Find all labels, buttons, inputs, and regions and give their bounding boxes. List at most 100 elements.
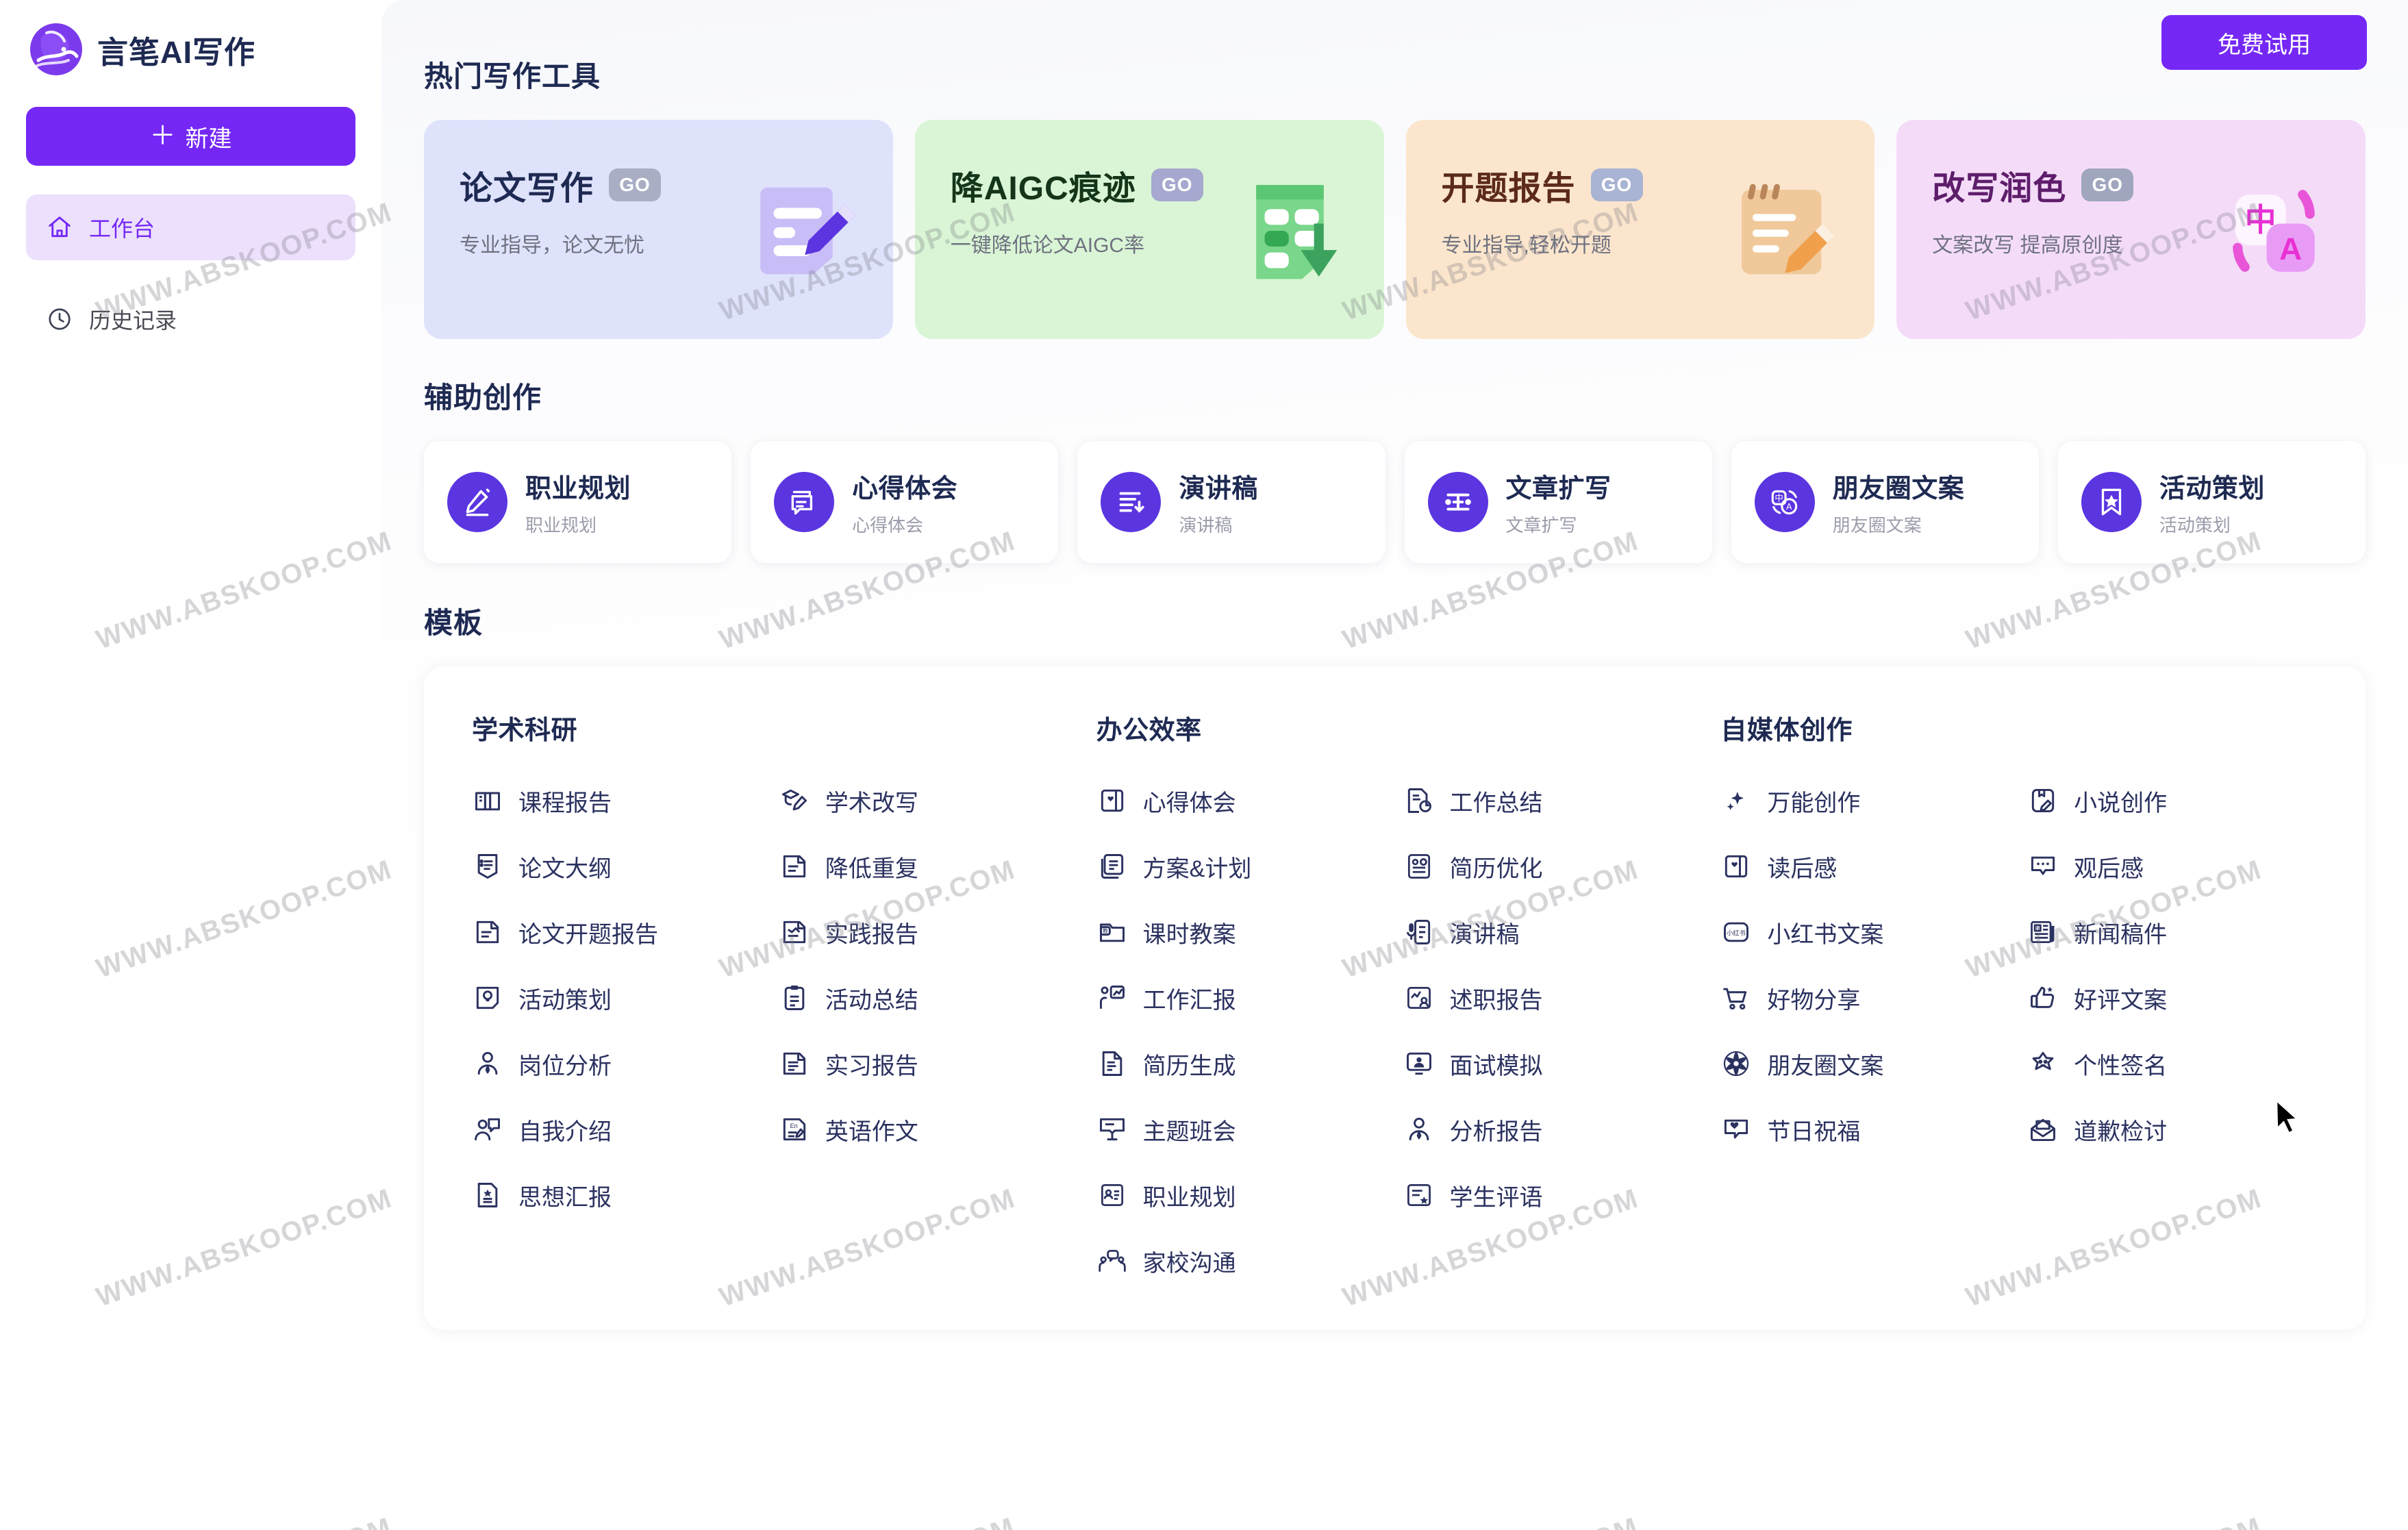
template-item-internship-report[interactable]: 实习报告 — [779, 1042, 1069, 1085]
template-item-course-report[interactable]: 课程报告 — [472, 779, 762, 822]
two-people-chat-icon — [1096, 1245, 1128, 1277]
template-item-review-copy[interactable]: 好评文案 — [2027, 977, 2318, 1019]
new-button-label: 新建 — [185, 125, 232, 152]
template-item-universal-creation[interactable]: 万能创作 — [1720, 779, 2011, 822]
aux-card-title: 演讲稿 — [1179, 475, 1258, 503]
sidebar-item-label: 工作台 — [89, 216, 155, 241]
aux-card-moments-copy[interactable]: 中 A 朋友圈文案 朋友圈文案 — [1731, 441, 2039, 563]
template-column-title: 学术科研 — [472, 716, 578, 745]
plus-icon: ＋ — [149, 122, 176, 151]
stacked-doc-icon — [1096, 851, 1128, 882]
new-button[interactable]: ＋ 新建 — [26, 107, 355, 166]
template-item-label: 心得体会 — [1142, 790, 1236, 816]
template-item-speech-draft[interactable]: 演讲稿 — [1403, 911, 1694, 953]
lines-down-icon — [1101, 472, 1162, 532]
template-item-interview-mock[interactable]: 面试模拟 — [1403, 1042, 1694, 1085]
expand-lines-icon — [1427, 472, 1488, 532]
template-item-label: 读后感 — [1767, 855, 1838, 882]
doc-lines-icon — [779, 1048, 810, 1079]
template-item-label: 小红书文案 — [1767, 921, 1884, 948]
doc-pie-icon — [1403, 785, 1435, 816]
aperture-icon — [1720, 1048, 1752, 1079]
template-item-work-summary[interactable]: 工作总结 — [1403, 779, 1694, 822]
template-item-personal-signature[interactable]: 个性签名 — [2027, 1042, 2318, 1085]
sidebar-item-label: 历史记录 — [89, 308, 177, 333]
template-item-moments-copy[interactable]: 朋友圈文案 — [1720, 1042, 2011, 1085]
template-item-school-communication[interactable]: 家校沟通 — [1096, 1240, 1387, 1282]
template-item-english-essay[interactable]: En 英语作文 — [779, 1108, 1069, 1151]
main-wrapper: 免费试用 热门写作工具 论文写作 GO 专业指导，论文无忧 — [381, 0, 2408, 1530]
template-column-office: 办公效率 心得体会 工作总结 — [1096, 709, 1694, 1282]
free-trial-button[interactable]: 免费试用 — [2161, 15, 2367, 70]
go-badge: GO — [1590, 168, 1643, 201]
hero-card-subtitle: 专业指导,轻松开题 — [1441, 234, 1611, 257]
aux-card-subtitle: 演讲稿 — [1179, 515, 1233, 536]
screen-person-icon — [1403, 1048, 1435, 1079]
hero-card-title: 论文写作 — [460, 171, 594, 207]
news-icon: N — [2027, 916, 2059, 948]
aux-card-article-expand[interactable]: 文章扩写 文章扩写 — [1404, 441, 1712, 563]
template-item-job-analysis[interactable]: 岗位分析 — [472, 1042, 762, 1085]
template-item-practice-report[interactable]: 实践报告 — [779, 911, 1069, 953]
go-badge: GO — [1151, 168, 1203, 201]
aux-card-career-planning[interactable]: 职业规划 职业规划 — [424, 441, 732, 563]
hero-card-rewrite-polish[interactable]: 改写润色 GO 文案改写 提高原创度 中 A — [1896, 120, 2366, 339]
template-item-holiday-greeting[interactable]: 节日祝福 — [1720, 1108, 2011, 1151]
template-grid: 心得体会 工作总结 方案&计划 — [1096, 779, 1694, 1282]
template-column-media: 自媒体创作 万能创作 小说创作 — [1720, 709, 2318, 1282]
hero-card-proposal-report[interactable]: 开题报告 GO 专业指导,轻松开题 — [1405, 120, 1875, 339]
template-item-plan[interactable]: 方案&计划 — [1096, 845, 1387, 888]
template-item-label: 演讲稿 — [1449, 921, 1520, 948]
template-item-reflection[interactable]: 心得体会 — [1096, 779, 1387, 822]
template-item-resume-generate[interactable]: 简历生成 — [1096, 1042, 1387, 1085]
grid-down-arrow-icon — [1231, 171, 1354, 291]
resume-gear-icon — [1403, 851, 1435, 882]
template-item-apology-letter[interactable]: 道歉检讨 — [2027, 1108, 2318, 1151]
aux-card-reflection[interactable]: 心得体会 心得体会 — [751, 441, 1059, 563]
thumbup-star-icon — [2027, 982, 2059, 1014]
template-item-event-summary[interactable]: 活动总结 — [779, 977, 1069, 1019]
template-item-label: 朋友圈文案 — [1767, 1053, 1884, 1079]
template-item-class-meeting[interactable]: 主题班会 — [1096, 1108, 1387, 1151]
template-item-job-report[interactable]: 述职报告 — [1403, 977, 1694, 1019]
sidebar-item-workbench[interactable]: 工作台 — [26, 195, 355, 260]
pen-eraser-icon — [447, 472, 507, 532]
template-item-label: 主题班会 — [1142, 1118, 1236, 1145]
template-item-label: 方案&计划 — [1142, 855, 1252, 882]
template-item-career-planning[interactable]: 职业规划 — [1096, 1174, 1387, 1216]
template-item-news-draft[interactable]: N 新闻稿件 — [2027, 911, 2318, 953]
aux-card-speech-draft[interactable]: 演讲稿 演讲稿 — [1077, 441, 1385, 563]
whale-logo-icon — [29, 22, 84, 77]
template-item-paper-outline[interactable]: 论文大纲 — [472, 845, 762, 888]
graduate-pen-icon — [779, 785, 810, 816]
template-item-thought-report[interactable]: 思想汇报 — [472, 1174, 762, 1216]
hero-card-paper-writing[interactable]: 论文写作 GO 专业指导，论文无忧 — [424, 120, 893, 339]
person-tie-icon — [1403, 1114, 1435, 1145]
template-item-book-review[interactable]: 读后感 — [1720, 845, 2011, 888]
template-item-academic-rewrite[interactable]: 学术改写 — [779, 779, 1069, 822]
svg-text:教: 教 — [1103, 927, 1108, 934]
template-item-work-report[interactable]: 工作汇报 — [1096, 977, 1387, 1019]
template-item-label: 论文开题报告 — [518, 921, 658, 948]
template-item-novel-creation[interactable]: 小说创作 — [2027, 779, 2318, 822]
template-item-reduce-duplication[interactable]: 降低重复 — [779, 845, 1069, 888]
hero-card-reduce-aigc[interactable]: 降AIGC痕迹 GO 一键降低论文AIGC率 — [914, 120, 1384, 339]
template-item-label: 分析报告 — [1449, 1118, 1543, 1145]
template-item-product-share[interactable]: 好物分享 — [1720, 977, 2011, 1019]
sidebar-item-history[interactable]: 历史记录 — [26, 286, 355, 352]
aux-card-event-planning[interactable]: 活动策划 活动策划 — [2057, 441, 2366, 563]
template-item-movie-review[interactable]: 观后感 — [2027, 845, 2318, 888]
template-item-xiaohongshu-copy[interactable]: 小红书 小红书文案 — [1720, 911, 2011, 953]
template-item-analysis-report[interactable]: 分析报告 — [1403, 1108, 1694, 1151]
template-item-label: 课时教案 — [1142, 921, 1236, 948]
sidebar: 言笔AI写作 ＋ 新建 工作台 历史记录 — [0, 0, 381, 1530]
template-item-event-planning[interactable]: 活动策划 — [472, 977, 762, 1019]
aux-title: 辅助创作 — [424, 381, 542, 414]
template-title: 模板 — [424, 607, 484, 639]
template-item-student-comment[interactable]: 学生评语 — [1403, 1174, 1694, 1216]
template-item-paper-proposal[interactable]: 论文开题报告 — [472, 911, 762, 953]
template-item-resume-optimize[interactable]: 简历优化 — [1403, 845, 1694, 888]
aux-card-subtitle: 活动策划 — [2159, 515, 2231, 536]
template-item-lesson-plan[interactable]: 教 课时教案 — [1096, 911, 1387, 953]
template-item-self-introduction[interactable]: 自我介绍 — [472, 1108, 762, 1151]
